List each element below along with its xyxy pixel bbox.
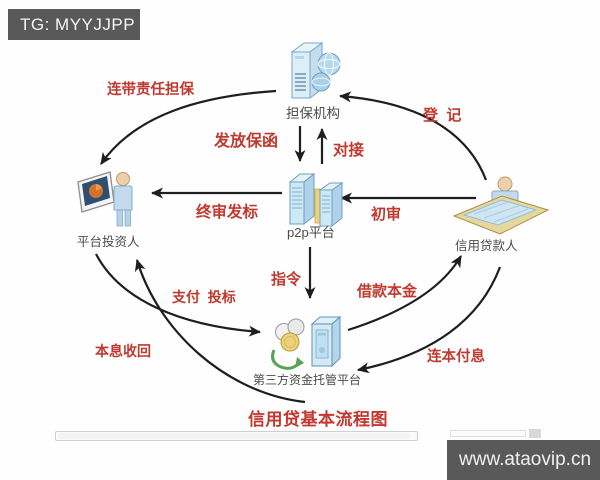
arrow-borrower-to-custodian-repay bbox=[357, 266, 502, 374]
flow-label-repay-principal-interest: 连本付息 bbox=[427, 349, 485, 365]
arrow-investor-to-custodian-pay bbox=[95, 253, 261, 337]
horizontal-scrollbar-thumb[interactable] bbox=[58, 433, 410, 439]
arrow-custodian-to-investor-recover bbox=[134, 259, 306, 404]
flow-label-initial-review: 初审 bbox=[371, 206, 402, 223]
diagram-title: 信用贷基本流程图 bbox=[248, 410, 388, 429]
person-at-keyboard-icon bbox=[452, 176, 550, 235]
node-label-p2p: p2p平台 bbox=[287, 225, 335, 240]
server-globe-icon bbox=[290, 42, 341, 99]
arrow-custodian-to-borrower-principal bbox=[347, 255, 462, 332]
flow-label-pay-bid: 支付 投标 bbox=[172, 289, 236, 305]
watermark-url: www.ataovip.cn bbox=[447, 440, 600, 480]
flow-label-docking: 对接 bbox=[333, 142, 365, 159]
flow-label-recover-principal-interest: 本息收回 bbox=[95, 343, 151, 359]
arrow-borrower-to-guarantor-register bbox=[339, 91, 488, 181]
node-label-guarantor: 担保机构 bbox=[286, 106, 340, 121]
node-label-borrower: 信用贷款人 bbox=[455, 239, 518, 253]
node-label-custodian: 第三方资金托管平台 bbox=[253, 373, 362, 387]
flow-label-register: 登 记 bbox=[423, 107, 462, 124]
flow-label-joint-liability: 连带责任担保 bbox=[107, 82, 194, 98]
dual-server-icon bbox=[288, 172, 344, 228]
tg-badge: TG: MYYJJPP bbox=[8, 9, 140, 40]
arrow-guarantor-to-investor-guarantee bbox=[100, 89, 277, 165]
horizontal-scrollbar-track[interactable] bbox=[55, 431, 418, 441]
flow-label-instruction: 指令 bbox=[271, 271, 302, 288]
horizontal-scrollbar-segment[interactable] bbox=[450, 430, 526, 437]
person-with-chart-screen-icon bbox=[77, 171, 133, 227]
flow-label-final-bid: 终审发标 bbox=[196, 204, 259, 221]
scrollbar-corner bbox=[529, 429, 541, 438]
flow-label-issue-guarantee: 发放保函 bbox=[214, 133, 279, 150]
coins-safe-icon bbox=[271, 315, 342, 370]
node-label-investor: 平台投资人 bbox=[77, 235, 140, 249]
flow-label-loan-principal: 借款本金 bbox=[357, 283, 418, 300]
